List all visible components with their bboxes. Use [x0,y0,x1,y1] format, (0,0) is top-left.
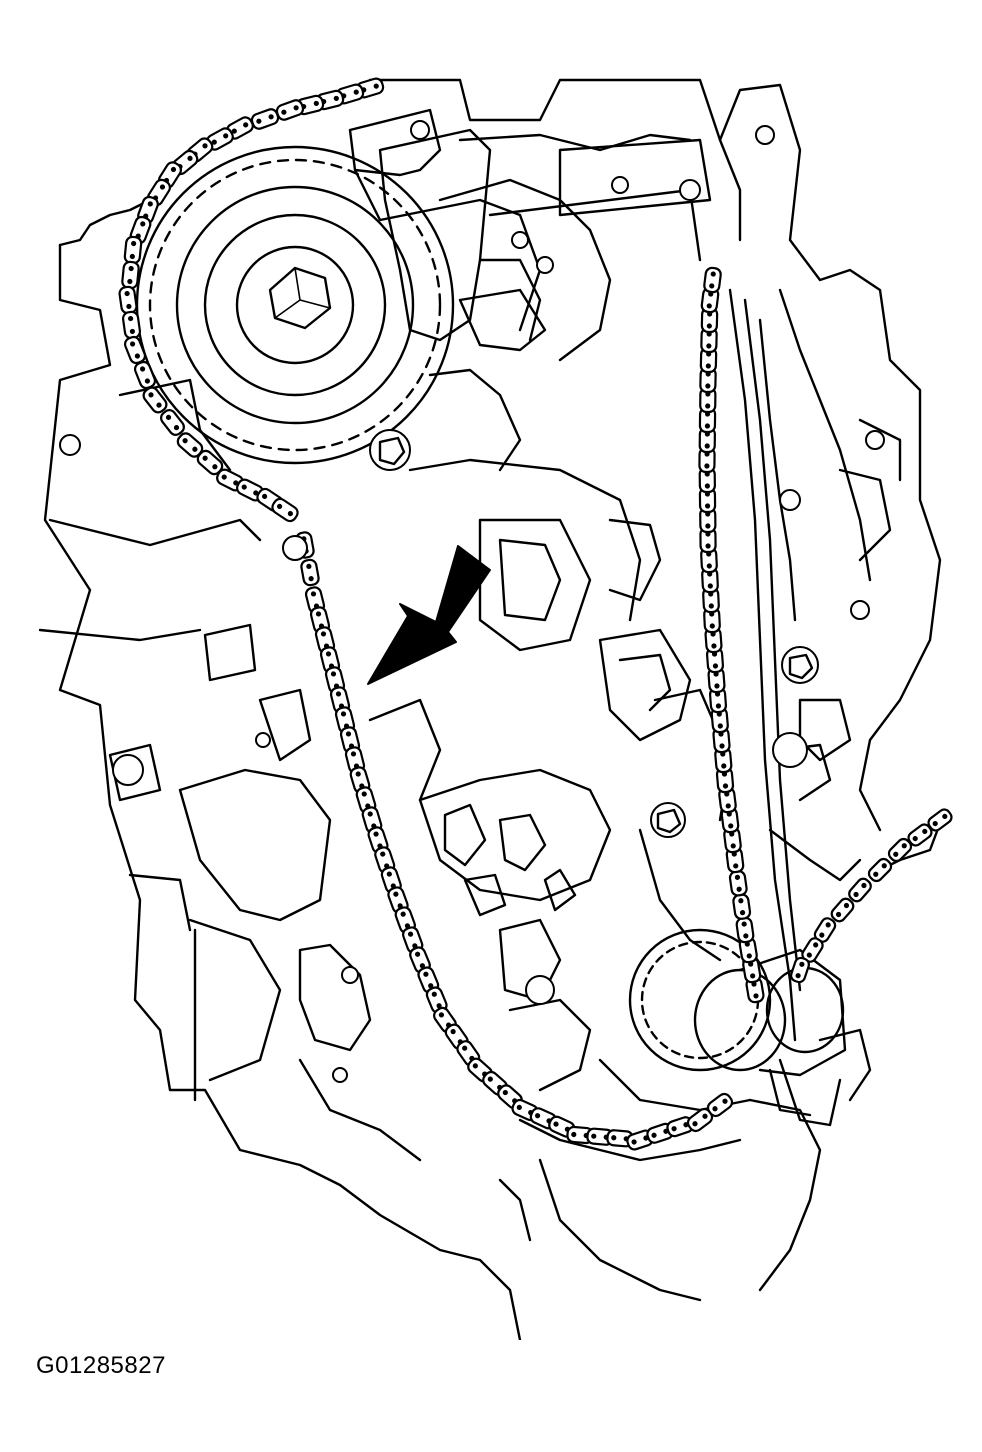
timing-chain-right-run [698,266,765,1004]
bolt-heads [112,429,819,1005]
timing-chain-left-run [295,531,734,1151]
indicator-arrow [367,545,491,685]
crank-bolt [778,1058,842,1127]
engine-block-outline [38,78,947,1340]
auxiliary-chain [790,808,953,984]
figure-id-label: G01285827 [36,1352,166,1379]
camshaft-sprocket [135,145,455,465]
mounting-holes [59,120,885,1083]
timing-chain-upper-run [118,77,385,523]
timing-chain-diagram [38,77,953,1340]
